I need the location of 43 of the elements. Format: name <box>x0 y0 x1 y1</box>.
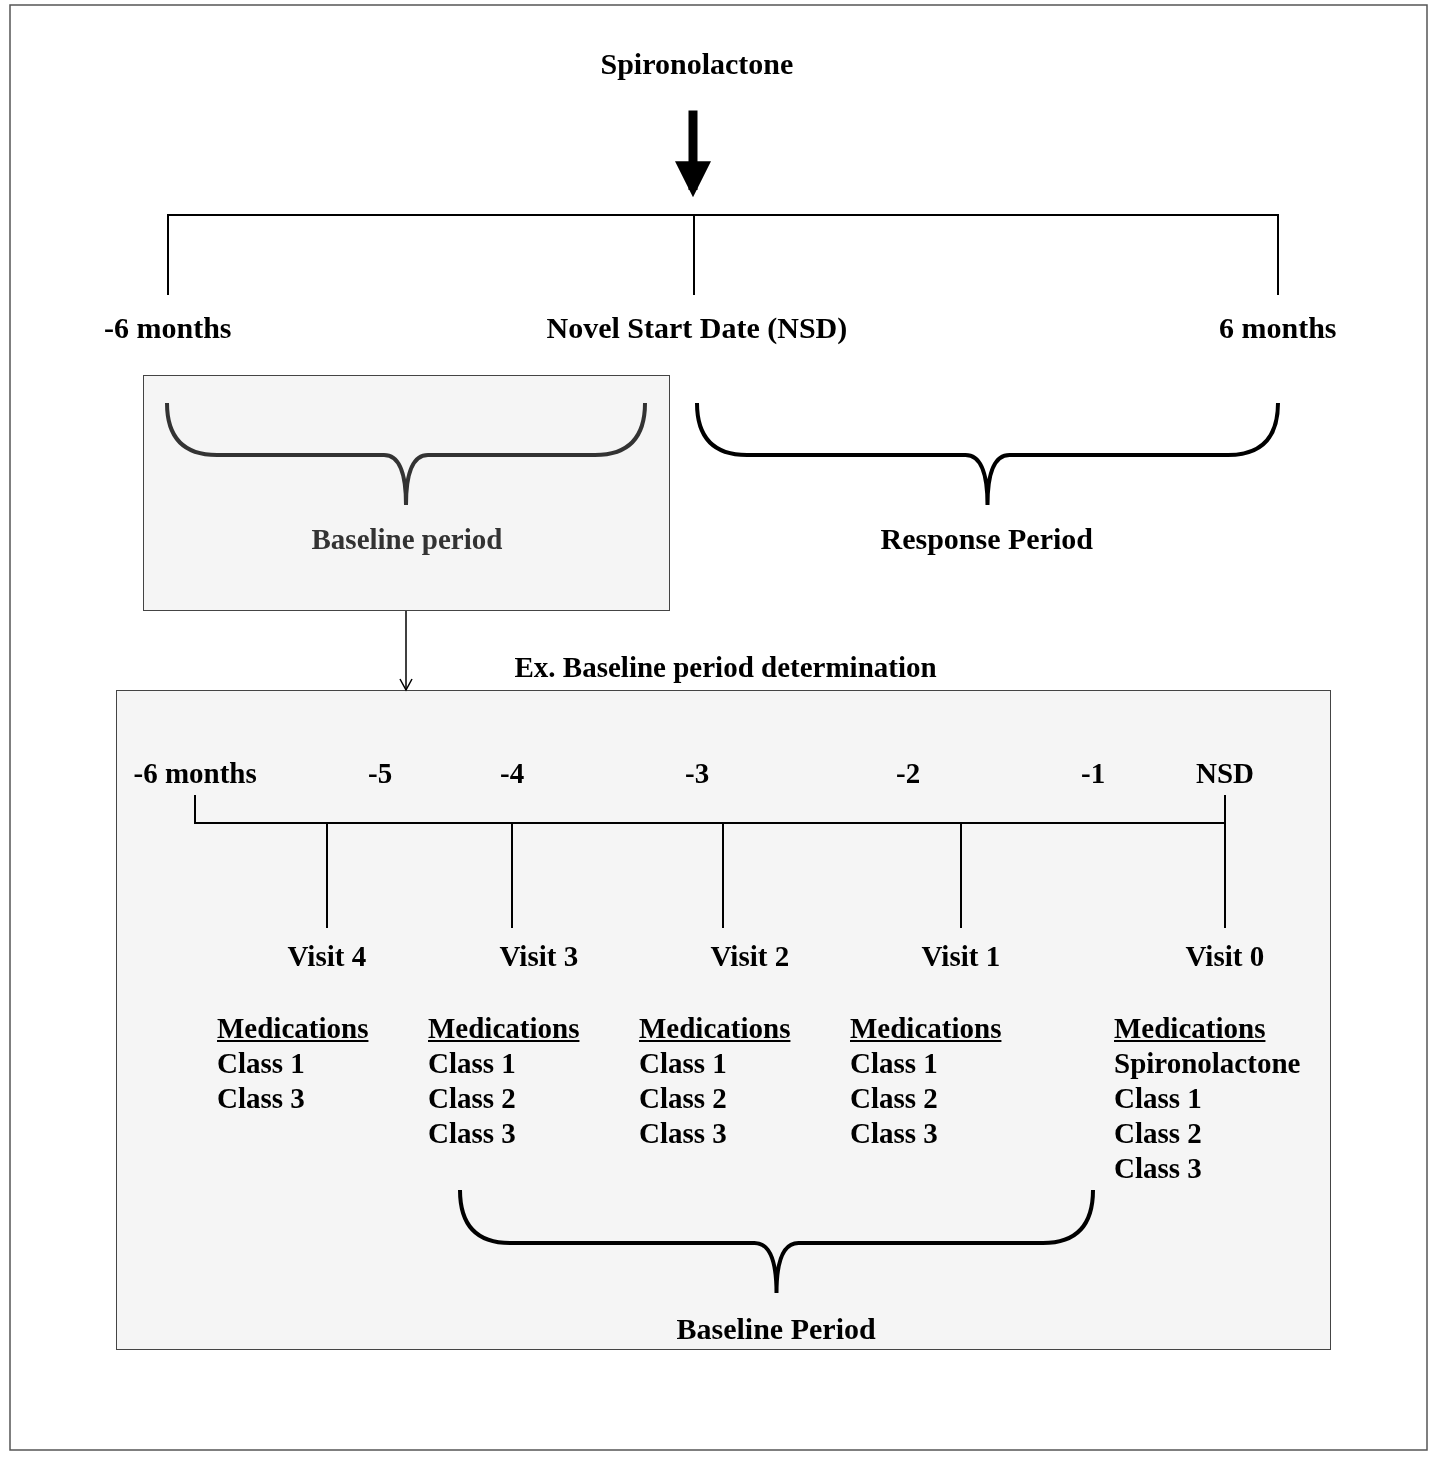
medication-item: Class 1 <box>639 1045 727 1081</box>
arrow <box>675 110 711 198</box>
title-text: Spironolactone <box>600 45 794 81</box>
medication-item: Class 2 <box>1114 1115 1202 1151</box>
medication-heading: Medications <box>428 1010 580 1046</box>
arrow <box>399 610 413 691</box>
medication-heading: Medications <box>639 1010 791 1046</box>
medication-item: Class 3 <box>217 1080 305 1116</box>
time-label: NSD <box>1196 755 1254 791</box>
medication-item: Class 3 <box>850 1115 938 1151</box>
period-label: Baseline Period <box>676 1310 876 1346</box>
medication-item: Class 2 <box>428 1080 516 1116</box>
time-label: -2 <box>896 755 921 791</box>
time-label: -6 months <box>133 755 257 791</box>
medication-item: Class 2 <box>639 1080 727 1116</box>
medication-item: Class 1 <box>428 1045 516 1081</box>
medication-item: Class 2 <box>850 1080 938 1116</box>
time-label: -6 months <box>104 309 232 345</box>
medication-item: Spironolactone <box>1114 1045 1301 1081</box>
time-label: -5 <box>368 755 393 791</box>
period-box <box>143 375 670 611</box>
time-label: -1 <box>1081 755 1106 791</box>
medication-heading: Medications <box>850 1010 1002 1046</box>
time-label: 6 months <box>1219 309 1337 345</box>
medication-item: Class 3 <box>1114 1150 1202 1186</box>
section-heading: Ex. Baseline period determination <box>514 649 937 685</box>
time-label: -4 <box>500 755 525 791</box>
medication-item: Class 3 <box>639 1115 727 1151</box>
period-label: Baseline period <box>311 521 503 557</box>
medication-heading: Medications <box>1114 1010 1266 1046</box>
medication-item: Class 3 <box>428 1115 516 1151</box>
period-label: Response Period <box>880 520 1093 556</box>
visit-label: Visit 0 <box>1185 938 1265 974</box>
visit-label: Visit 2 <box>710 938 790 974</box>
time-label: -3 <box>685 755 710 791</box>
visit-label: Visit 1 <box>921 938 1001 974</box>
medication-heading: Medications <box>217 1010 369 1046</box>
medication-item: Class 1 <box>1114 1080 1202 1116</box>
visit-label: Visit 4 <box>287 938 367 974</box>
time-label: Novel Start Date (NSD) <box>546 309 848 345</box>
medication-item: Class 1 <box>217 1045 305 1081</box>
visit-label: Visit 3 <box>499 938 579 974</box>
medication-item: Class 1 <box>850 1045 938 1081</box>
